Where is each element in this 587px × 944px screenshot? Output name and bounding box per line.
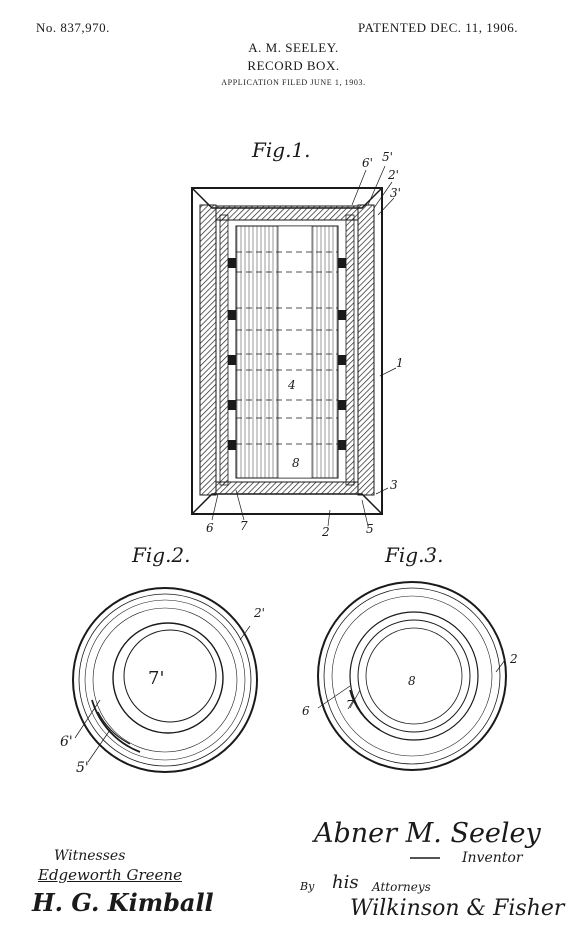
patent-date: PATENTED DEC. 11, 1906. — [358, 20, 519, 35]
his-caption: his — [332, 872, 359, 893]
fig3-ref-2: 2 — [510, 652, 518, 666]
witness-1-signature: Edgeworth Greene — [38, 866, 182, 884]
fig3-label: Fig.3. — [385, 543, 444, 567]
witnesses-caption: Witnesses — [54, 848, 126, 864]
fig2-ref-7prime: 7' — [148, 668, 165, 689]
fig1-ref-1: 1 — [396, 356, 404, 370]
patent-number: No. 837,970. — [36, 20, 110, 35]
fig1-ref-7: 7 — [240, 519, 248, 533]
fig2-ref-6prime: 6' — [60, 734, 73, 750]
patent-title: RECORD BOX. — [247, 58, 340, 73]
fig1-drawing — [191, 165, 397, 527]
fig3-ref-7: 7 — [346, 698, 354, 712]
fig2-label: Fig.2. — [132, 543, 191, 567]
attorneys-caption: Attorneys — [372, 880, 431, 894]
fig2-ref-5prime: 5' — [76, 760, 89, 776]
fig1-ref-3prime: 3' — [390, 186, 401, 200]
fig1-ref-8: 8 — [292, 456, 300, 470]
inventor-caption: Inventor — [462, 850, 523, 866]
fig2-ref-2prime: 2' — [254, 606, 265, 620]
fig1-ref-4: 4 — [288, 378, 296, 392]
application-filed: APPLICATION FILED JUNE 1, 1903. — [221, 78, 366, 87]
fig1-ref-2: 2 — [322, 525, 330, 539]
inventor-name: A. M. SEELEY. — [248, 40, 339, 55]
fig3-drawing — [317, 581, 507, 771]
witness-2-signature: H. G. Kimball — [32, 888, 214, 917]
fig3-ref-6: 6 — [302, 704, 310, 718]
attorneys-signature: Wilkinson & Fisher — [350, 896, 565, 921]
fig1-ref-6: 6 — [206, 521, 214, 535]
fig1-ref-3: 3 — [390, 478, 398, 492]
fig3-ref-8: 8 — [408, 674, 416, 688]
fig1-ref-2prime: 2' — [388, 168, 399, 182]
fig1-ref-6prime: 6' — [362, 156, 373, 170]
fig1-label: Fig.1. — [252, 138, 311, 162]
inventor-signature: Abner M. Seeley — [314, 818, 541, 849]
by-caption: By — [300, 880, 315, 893]
fig1-ref-5prime: 5' — [382, 150, 393, 164]
fig1-ref-5: 5 — [366, 522, 374, 536]
fig2-drawing — [72, 587, 258, 773]
